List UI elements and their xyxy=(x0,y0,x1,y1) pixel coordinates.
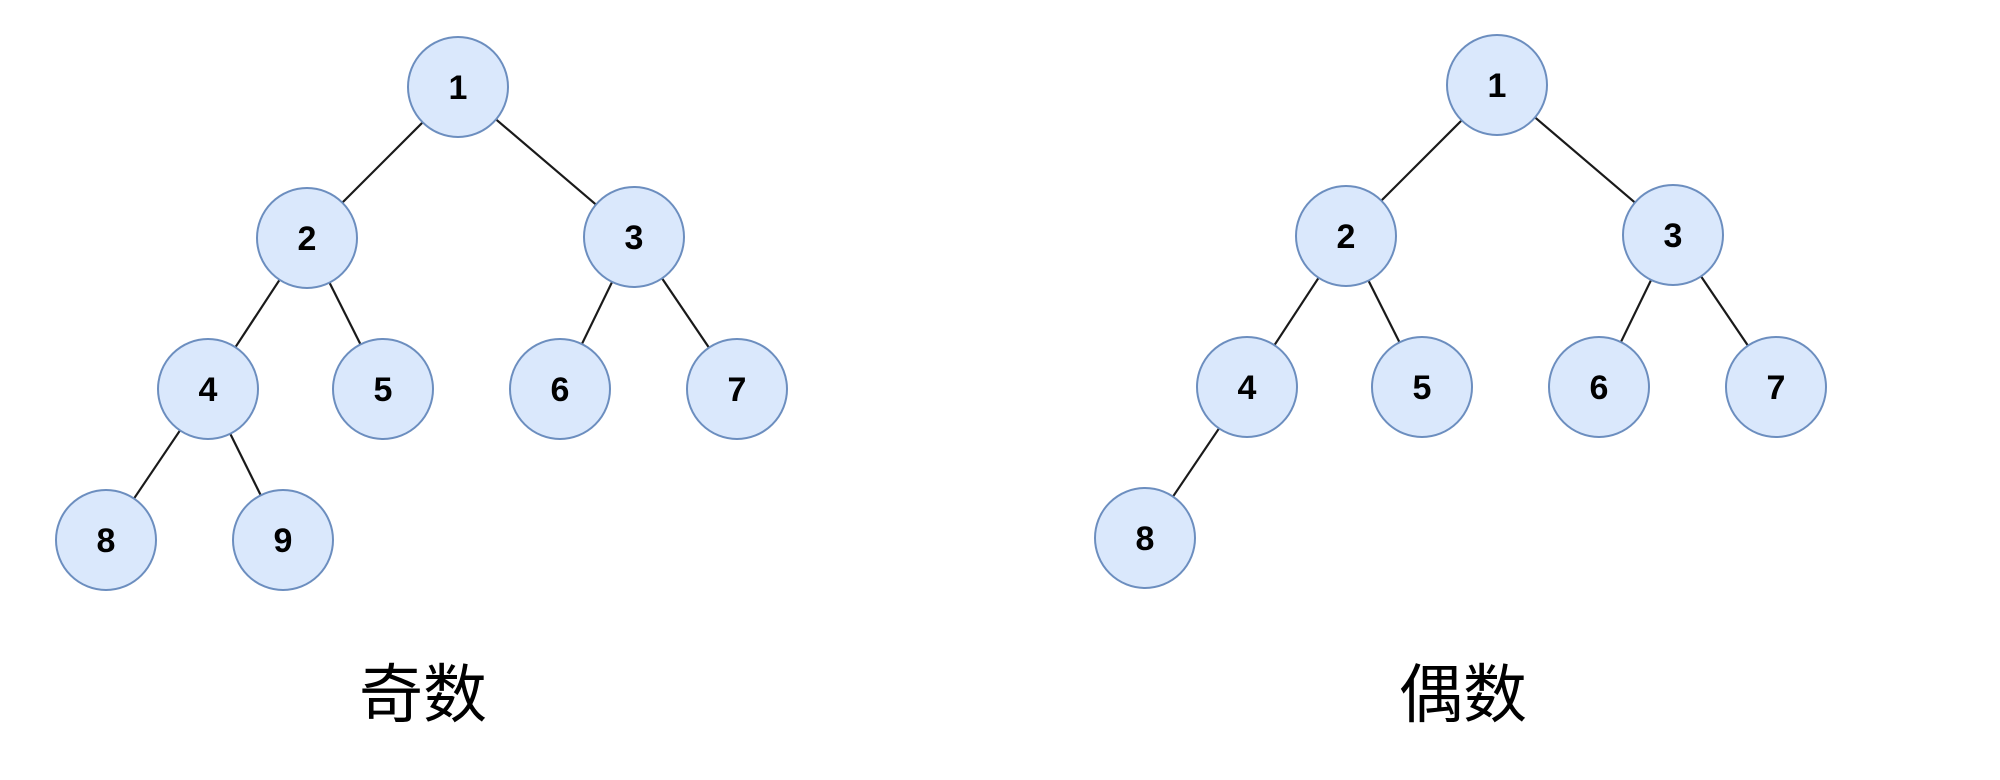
even-node-circle xyxy=(1295,185,1397,287)
even-node-label: 3 xyxy=(1664,217,1683,255)
odd-node-1: 1 xyxy=(407,36,509,138)
even-node-circle xyxy=(1094,487,1196,589)
odd-node-circle xyxy=(157,338,259,440)
odd-edge-3-7 xyxy=(661,277,710,349)
even-node-circle xyxy=(1371,336,1473,438)
even-node-circle xyxy=(1622,184,1724,286)
even-node-label: 8 xyxy=(1136,520,1155,558)
odd-node-2: 2 xyxy=(256,187,358,289)
even-edge-2-4 xyxy=(1273,277,1320,346)
odd-node-8: 8 xyxy=(55,489,157,591)
even-node-circle xyxy=(1548,336,1650,438)
odd-node-label: 4 xyxy=(199,371,218,409)
odd-node-6: 6 xyxy=(509,338,611,440)
odd-node-5: 5 xyxy=(332,338,434,440)
odd-edge-4-8 xyxy=(133,429,181,500)
even-node-4: 4 xyxy=(1196,336,1298,438)
odd-edge-2-4 xyxy=(234,279,281,348)
odd-node-label: 5 xyxy=(374,371,393,409)
odd-edge-4-9 xyxy=(229,433,262,496)
even-node-label: 4 xyxy=(1238,369,1257,407)
odd-node-label: 6 xyxy=(551,371,570,409)
even-node-3: 3 xyxy=(1622,184,1724,286)
odd-node-circle xyxy=(407,36,509,138)
odd-node-label: 3 xyxy=(625,219,644,257)
even-tree: 1 2 3 4 5 6 7 8 xyxy=(1094,34,1827,589)
odd-node-circle xyxy=(332,338,434,440)
even-edge-1-3 xyxy=(1534,116,1636,204)
even-node-8: 8 xyxy=(1094,487,1196,589)
odd-edge-1-3 xyxy=(495,118,597,206)
even-node-label: 6 xyxy=(1590,369,1609,407)
odd-node-circle xyxy=(55,489,157,591)
even-node-1: 1 xyxy=(1446,34,1548,136)
even-node-circle xyxy=(1446,34,1548,136)
even-node-2: 2 xyxy=(1295,185,1397,287)
even-node-7: 7 xyxy=(1725,336,1827,438)
even-node-label: 1 xyxy=(1488,67,1507,105)
odd-node-label: 1 xyxy=(449,69,468,107)
even-node-label: 2 xyxy=(1337,218,1356,256)
even-tree-caption: 偶数 xyxy=(1399,659,1527,733)
even-node-circle xyxy=(1196,336,1298,438)
odd-tree: 1 2 3 4 5 6 7 8 9 xyxy=(55,36,788,591)
odd-edge-3-6 xyxy=(580,281,614,345)
odd-node-circle xyxy=(583,186,685,288)
even-node-6: 6 xyxy=(1548,336,1650,438)
even-edge-3-7 xyxy=(1700,275,1749,347)
even-edge-1-2 xyxy=(1380,119,1463,202)
odd-node-3: 3 xyxy=(583,186,685,288)
even-node-5: 5 xyxy=(1371,336,1473,438)
odd-node-label: 2 xyxy=(298,220,317,258)
even-edge-3-6 xyxy=(1619,279,1653,343)
odd-node-7: 7 xyxy=(686,338,788,440)
even-node-circle xyxy=(1725,336,1827,438)
odd-tree-caption: 奇数 xyxy=(359,659,487,733)
even-edge-4-8 xyxy=(1172,427,1220,498)
even-node-label: 5 xyxy=(1413,369,1432,407)
odd-node-label: 8 xyxy=(97,522,116,560)
odd-node-circle xyxy=(686,338,788,440)
odd-edge-2-5 xyxy=(328,282,362,345)
odd-node-4: 4 xyxy=(157,338,259,440)
odd-node-circle xyxy=(509,338,611,440)
odd-node-circle xyxy=(232,489,334,591)
odd-edge-1-2 xyxy=(341,121,424,204)
odd-node-9: 9 xyxy=(232,489,334,591)
even-node-label: 7 xyxy=(1767,369,1786,407)
even-edge-2-5 xyxy=(1367,280,1401,343)
odd-node-label: 9 xyxy=(274,522,293,560)
odd-node-circle xyxy=(256,187,358,289)
odd-node-label: 7 xyxy=(728,371,747,409)
